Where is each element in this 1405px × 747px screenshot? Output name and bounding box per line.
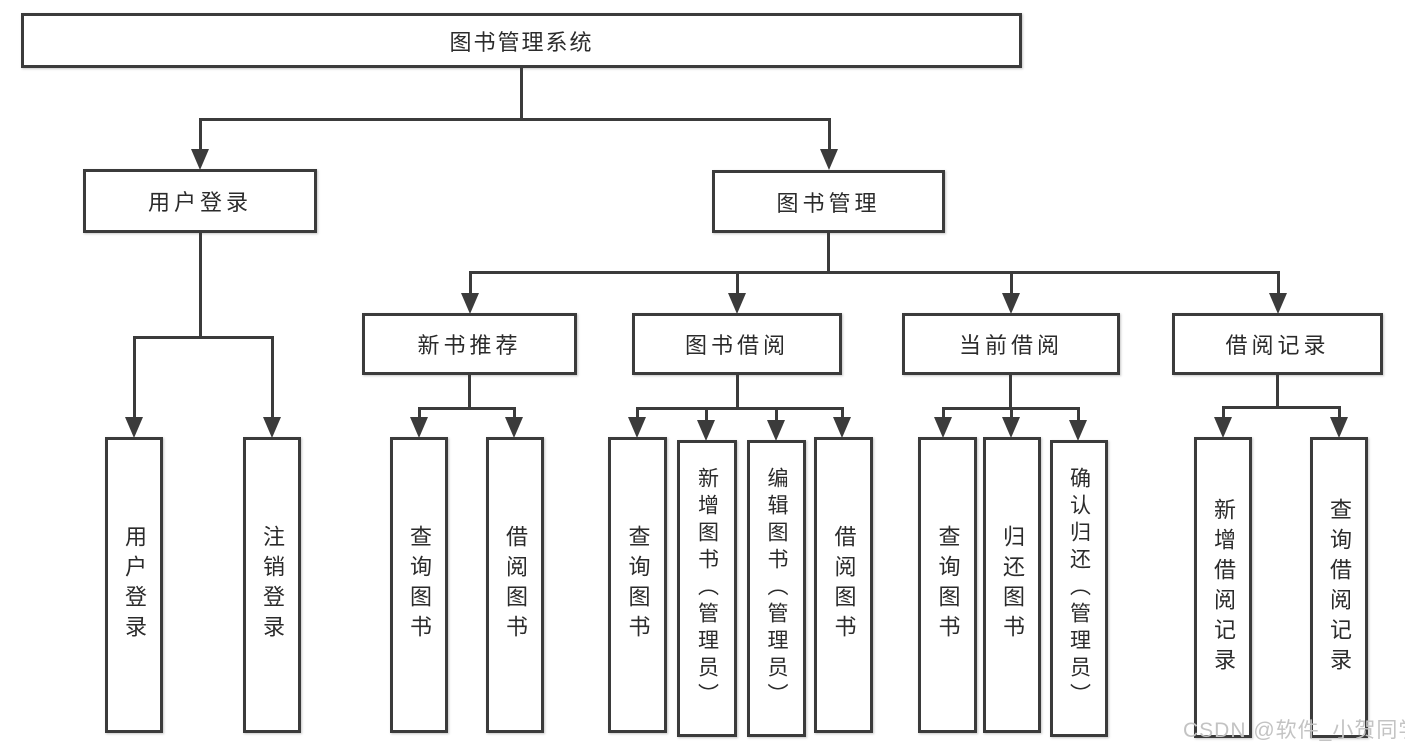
arrow-down-icon (263, 417, 281, 438)
node-current-borrowing: 当前借阅 (902, 313, 1120, 375)
connector-line (133, 336, 136, 417)
connector-line (133, 336, 273, 339)
leaf-query-books-1: 查询图书 (390, 437, 448, 733)
node-label: 图书管理系统 (449, 29, 594, 55)
connector-line (513, 407, 516, 417)
leaf-label: 借阅图书 (503, 525, 528, 645)
leaf-label: 借阅图书 (831, 525, 857, 645)
node-new-book-recommendation: 新书推荐 (362, 313, 577, 375)
node-label: 图书管理 (776, 190, 881, 216)
arrow-down-icon (1330, 417, 1348, 438)
connector-line (736, 375, 739, 410)
arrow-down-icon (820, 149, 838, 170)
leaf-logout: 注销登录 (243, 437, 301, 733)
leaf-confirm-return-admin: 确认归还（管理员） (1050, 440, 1108, 737)
leaf-query-books-3: 查询图书 (918, 437, 977, 733)
arrow-down-icon (767, 420, 785, 441)
node-borrowing-records: 借阅记录 (1172, 313, 1383, 375)
leaf-label: 查询图书 (407, 525, 432, 645)
leaf-query-borrow-record: 查询借阅记录 (1310, 437, 1368, 738)
connector-line (418, 407, 421, 417)
connector-line (199, 118, 202, 149)
leaf-add-borrow-record: 新增借阅记录 (1194, 437, 1252, 738)
arrow-down-icon (410, 417, 428, 438)
connector-line (636, 407, 639, 417)
leaf-label: 归还图书 (1000, 525, 1025, 645)
connector-line (775, 407, 778, 420)
leaf-user-login: 用户登录 (105, 437, 163, 733)
connector-line (636, 407, 844, 410)
node-label: 借阅记录 (1225, 333, 1330, 358)
connector-line (1276, 375, 1279, 409)
connector-line (1077, 407, 1080, 420)
arrow-down-icon (461, 293, 479, 314)
connector-line (1222, 406, 1225, 417)
leaf-label: 新增借阅记录 (1211, 497, 1236, 678)
leaf-borrow-books-2: 借阅图书 (814, 437, 873, 733)
connector-line (705, 407, 708, 420)
connector-line (942, 407, 945, 417)
leaf-borrow-books-1: 借阅图书 (486, 437, 544, 733)
connector-line (418, 407, 516, 410)
leaf-query-books-2: 查询图书 (608, 437, 667, 733)
leaf-return-books: 归还图书 (983, 437, 1041, 733)
connector-line (469, 271, 472, 293)
arrow-down-icon (833, 417, 851, 438)
arrow-down-icon (728, 293, 746, 314)
connector-line (827, 233, 830, 274)
arrow-down-icon (191, 149, 209, 170)
leaf-edit-books-admin: 编辑图书（管理员） (747, 440, 806, 737)
connector-line (199, 233, 202, 339)
connector-line (520, 68, 523, 121)
arrow-down-icon (697, 420, 715, 441)
connector-line (1222, 406, 1341, 409)
connector-line (841, 407, 844, 417)
arrow-down-icon (1002, 293, 1020, 314)
connector-line (736, 271, 739, 293)
connector-line (271, 336, 274, 417)
connector-line (468, 375, 471, 410)
node-label: 用户登录 (147, 190, 252, 215)
connector-line (1338, 406, 1341, 417)
leaf-label: 查询图书 (935, 525, 961, 645)
leaf-label: 查询借阅记录 (1327, 497, 1352, 678)
node-user-login: 用户登录 (83, 169, 317, 233)
leaf-label: 查询图书 (625, 525, 651, 645)
arrow-down-icon (1214, 417, 1232, 438)
leaf-label: 新增图书（管理员） (695, 467, 719, 710)
connector-line (199, 118, 831, 121)
node-library-management-system: 图书管理系统 (21, 13, 1022, 68)
node-book-management: 图书管理 (712, 170, 945, 233)
node-label: 新书推荐 (417, 333, 522, 358)
connector-line (1277, 271, 1280, 293)
leaf-label: 注销登录 (260, 525, 285, 645)
node-label: 当前借阅 (958, 333, 1063, 358)
leaf-label: 确认归还（管理员） (1067, 467, 1091, 710)
connector-line (469, 271, 1279, 274)
node-label: 图书借阅 (684, 333, 789, 358)
connector-line (1009, 375, 1012, 410)
leaf-label: 编辑图书（管理员） (765, 467, 788, 710)
arrow-down-icon (628, 417, 646, 438)
arrow-down-icon (1002, 417, 1020, 438)
leaf-add-books-admin: 新增图书（管理员） (677, 440, 737, 737)
arrow-down-icon (125, 417, 143, 438)
arrow-down-icon (1269, 293, 1287, 314)
arrow-down-icon (1069, 420, 1087, 441)
node-book-borrowing: 图书借阅 (632, 313, 842, 375)
connector-line (828, 118, 831, 149)
connector-line (1010, 407, 1013, 417)
connector-line (1010, 271, 1013, 293)
watermark: CSDN @软件_小贺同学 (1183, 719, 1405, 742)
arrow-down-icon (505, 417, 523, 438)
leaf-label: 用户登录 (122, 525, 147, 645)
arrow-down-icon (934, 417, 952, 438)
